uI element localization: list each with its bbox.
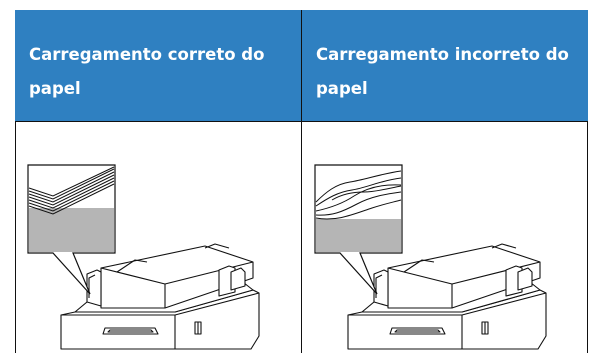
table-border-left [15,121,16,353]
table-divider-header [15,121,588,122]
header-correct-loading: Carregamento correto do papel [29,45,265,98]
table-border-right [587,121,588,353]
table-divider-center [301,10,302,353]
header-incorrect-loading: Carregamento incorreto do papel [316,45,569,98]
paper-tray-correct-illustration [27,164,260,350]
paper-loading-table: Carregamento correto do papel Carregamen… [15,10,588,353]
correct-loading-illustration-cell [15,122,301,353]
paper-tray-incorrect-illustration [314,164,547,350]
incorrect-loading-illustration-cell [302,122,588,353]
